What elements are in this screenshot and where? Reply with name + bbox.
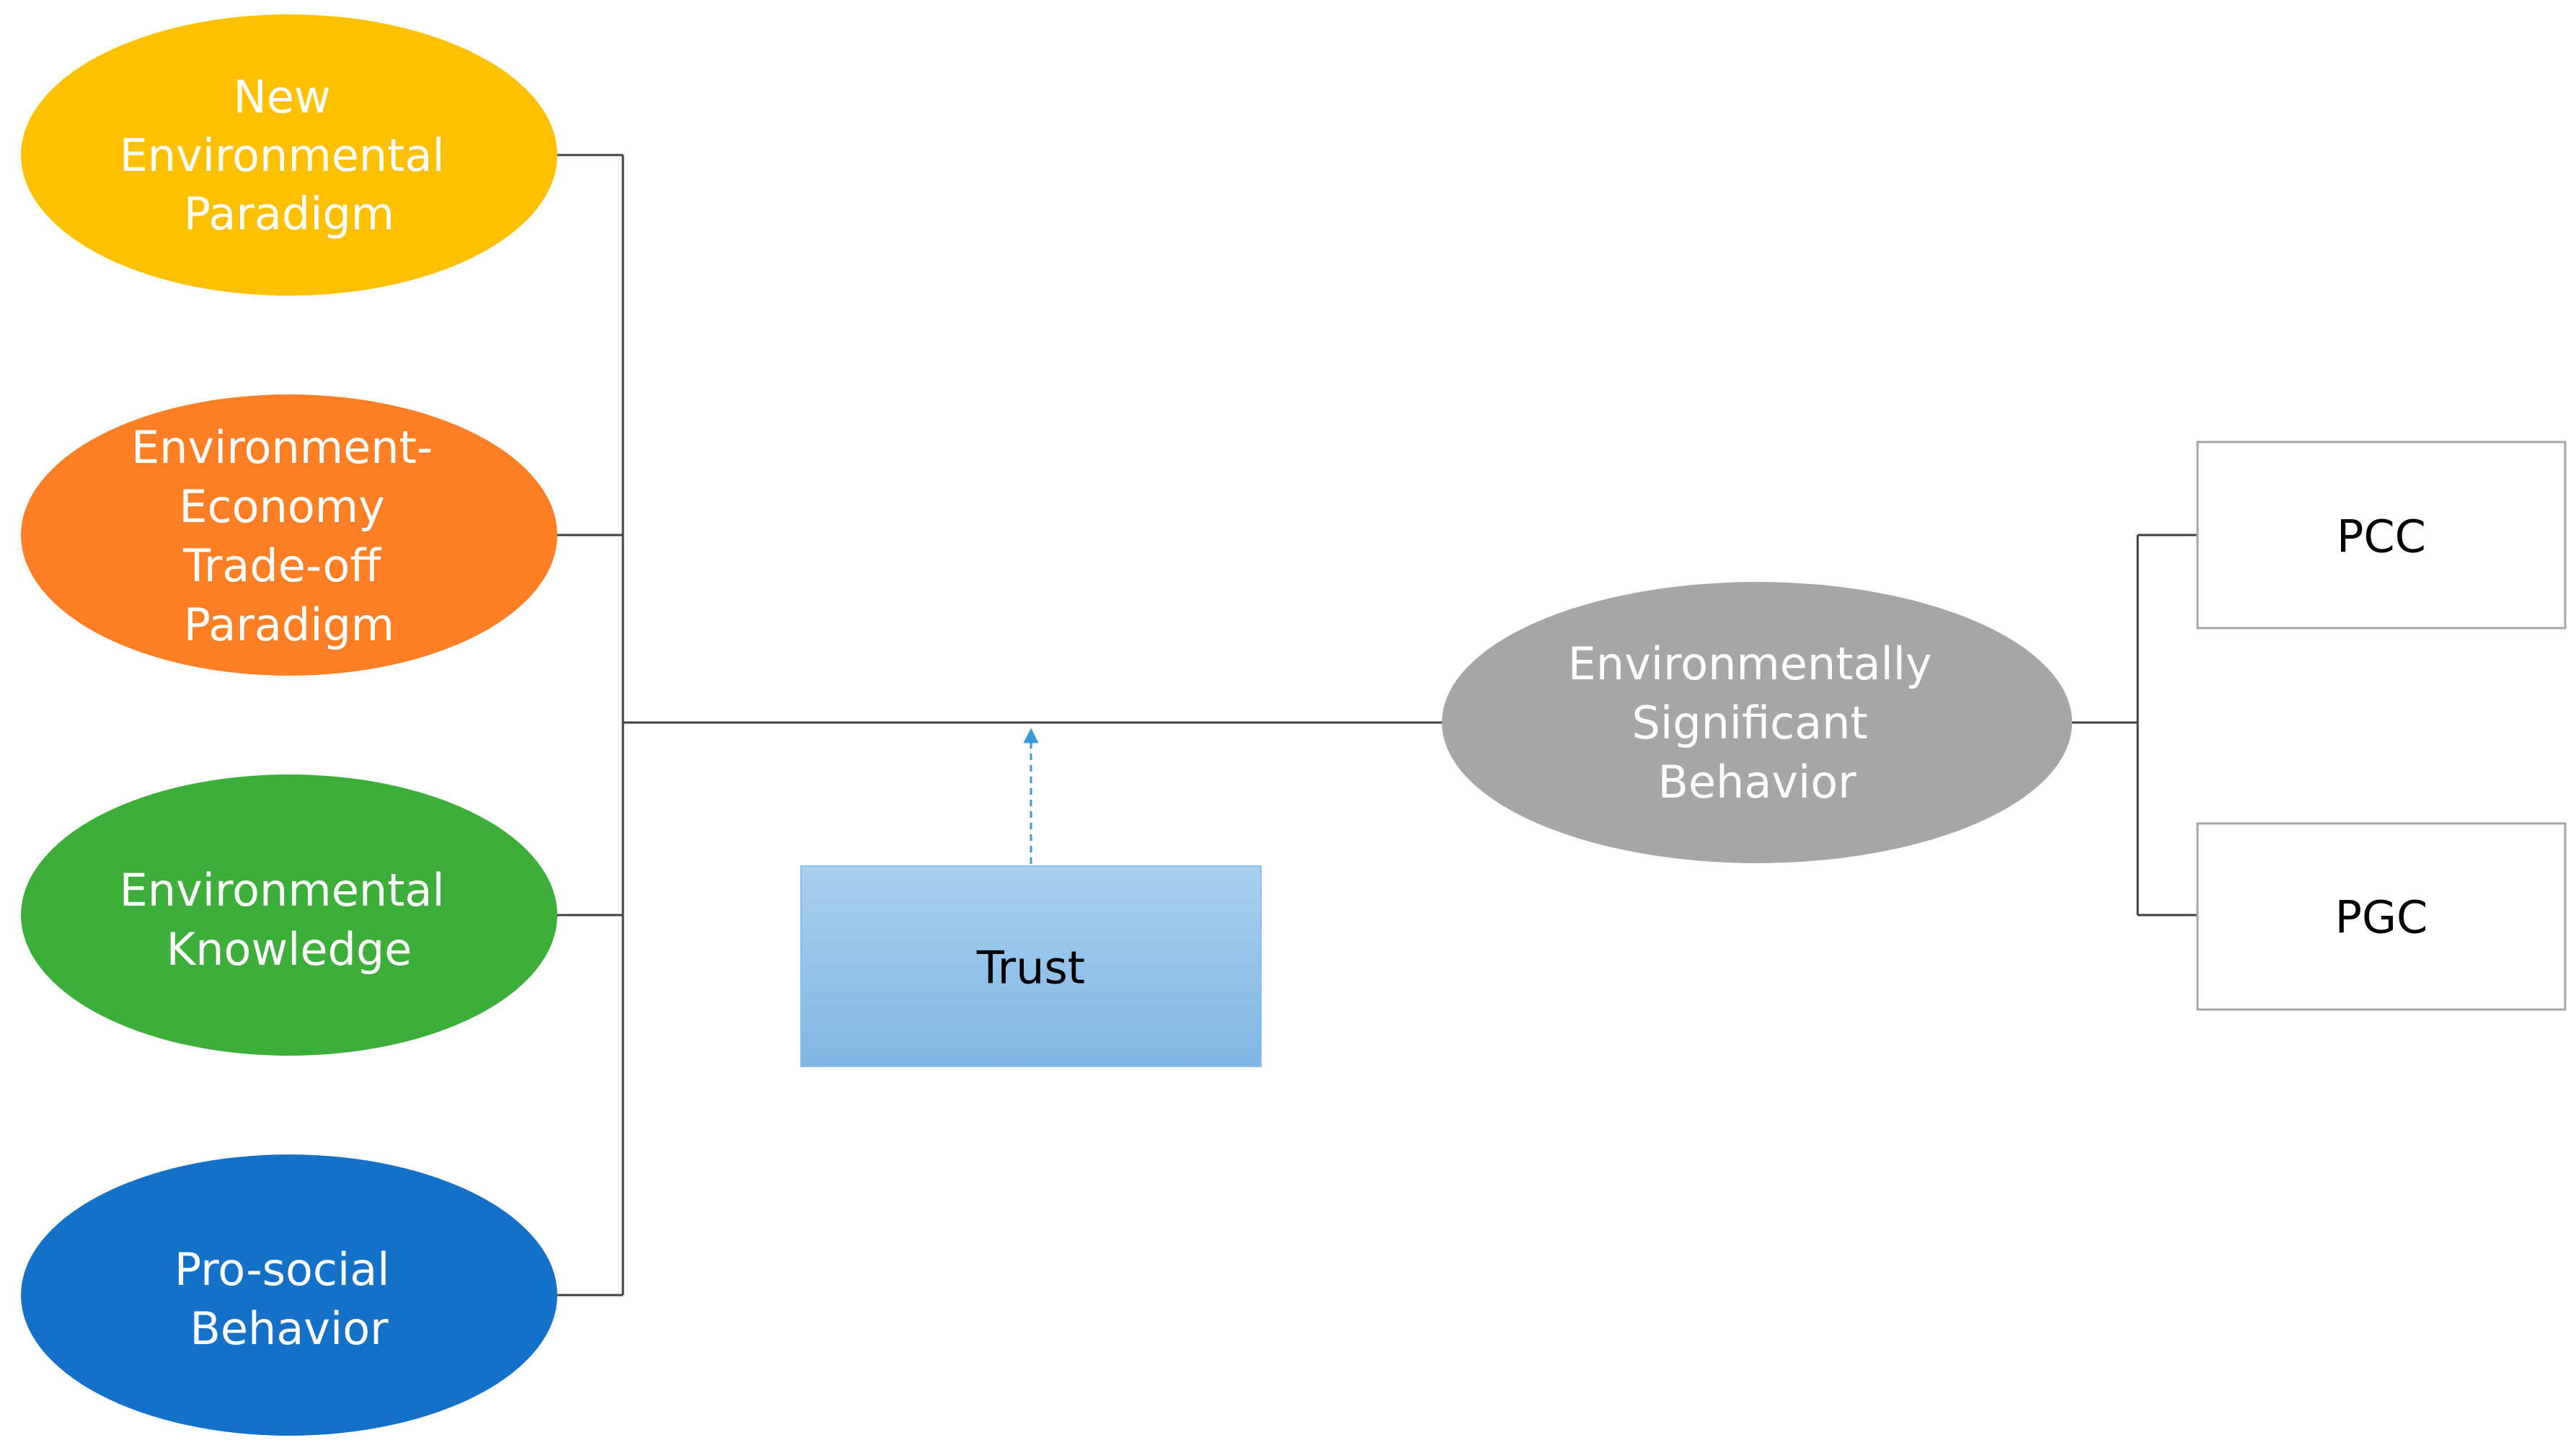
node-label-line: Trade-off <box>182 539 381 592</box>
pcc-box <box>2196 441 2567 630</box>
node-label-line: Behavior <box>190 1302 389 1355</box>
node-label-line: Significant <box>1632 697 1868 749</box>
node-label-line: New <box>234 71 331 123</box>
pgc-box <box>2196 822 2567 1011</box>
trust-box <box>800 865 1262 1067</box>
node-environment-economy-tradeoff: Environment- Economy Trade-off Paradigm <box>21 394 557 676</box>
node-environmental-knowledge: Environmental Knowledge <box>21 774 557 1056</box>
connectors <box>557 154 2197 1297</box>
node-label-line: Environmental <box>120 129 445 182</box>
node-environmentally-significant-behavior: Environmentally Significant Behavior <box>1442 582 2072 863</box>
svg-text:Environment- Economy: Environment- Economy Trade-off Paradigm <box>131 421 447 651</box>
node-label-line: Environmentally <box>1568 637 1932 690</box>
node-new-environmental-paradigm: New Environmental Paradigm <box>21 14 557 296</box>
ellipse-shape <box>21 14 557 296</box>
node-label-line: Environment- <box>131 421 433 474</box>
node-label-line: Knowledge <box>167 923 412 976</box>
trust-label: Trust <box>976 942 1085 994</box>
node-label-line: Environmental <box>120 864 445 917</box>
ellipse-shape <box>21 394 557 676</box>
node-pcc: PCC <box>2196 441 2567 630</box>
ellipse-shape <box>1442 582 2072 863</box>
svg-text:Environmentally Signific: Environmentally Significant Behavior <box>1568 637 1947 808</box>
node-label-line: Pro-social <box>174 1243 390 1296</box>
svg-text:New Environmental: New Environmental Paradigm <box>120 71 459 240</box>
node-label-line: Behavior <box>1657 756 1856 808</box>
node-label-line: Economy <box>179 480 385 533</box>
node-label-line: Paradigm <box>184 187 394 240</box>
ellipse-shape <box>21 774 557 1056</box>
pcc-label: PCC <box>2337 511 2426 563</box>
node-label-line: Paradigm <box>184 599 394 651</box>
pgc-label: PGC <box>2335 891 2428 944</box>
svg-text:Environmental Knowledge: Environmental Knowledge <box>120 864 459 976</box>
node-pgc: PGC <box>2196 822 2567 1011</box>
ellipse-shape <box>21 1154 557 1436</box>
node-prosocial-behavior: Pro-social Behavior <box>21 1154 557 1436</box>
svg-text:Pro-social Behavior: Pro-social Behavior <box>174 1243 404 1355</box>
node-trust: Trust <box>800 865 1262 1067</box>
